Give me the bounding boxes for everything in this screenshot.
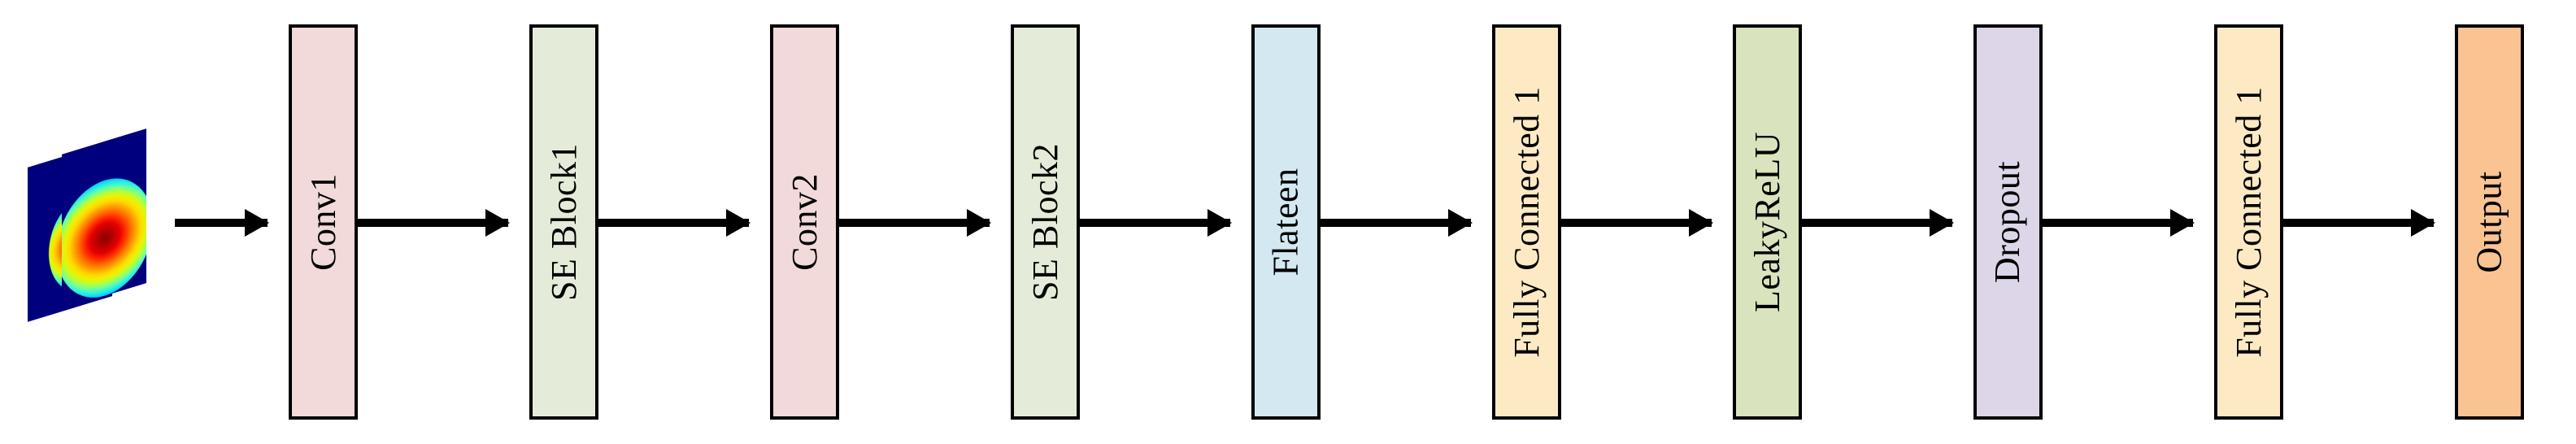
layer-label: Dropout [1987,160,2028,284]
input-hotspot-front [62,165,146,309]
layer-box-se-block1[interactable]: SE Block1 [529,24,598,420]
layer-box-conv1[interactable]: Conv1 [289,24,358,420]
arrow-6 [1802,209,1954,237]
layer-label: Conv1 [302,173,343,271]
layer-box-output[interactable]: Output [2455,24,2524,420]
layer-label: SE Block2 [1025,143,1065,301]
arrow-8 [2283,209,2435,237]
layer-box-se-block2[interactable]: SE Block2 [1011,24,1080,420]
arrow-2 [839,209,991,237]
layer-label: Flateen [1265,168,1306,276]
layer-box-flateen[interactable]: Flateen [1251,24,1321,420]
layer-box-dropout[interactable]: Dropout [1973,24,2043,420]
layer-box-fully-connected-1[interactable]: Fully Connected 1 [1492,24,1561,420]
layer-label: Fully Connected 1 [2228,86,2269,358]
layer-label: Conv2 [784,173,825,271]
arrow-1 [598,209,751,237]
arrow-4 [1321,209,1473,237]
layer-label: Fully Connected 1 [1506,86,1547,358]
arrow-7 [2043,209,2195,237]
arrow-3 [1080,209,1232,237]
input-plane-front [62,128,146,309]
input-feature-map-visual [15,128,151,322]
layer-box-fully-connected-1-2[interactable]: Fully Connected 1 [2214,24,2283,420]
layer-box-leakyrelu[interactable]: LeakyReLU [1733,24,1802,420]
arrow-input-to-conv1 [175,209,269,237]
layer-label: LeakyReLU [1747,132,1787,312]
layer-label: SE Block1 [543,143,584,301]
layer-label: Output [2469,171,2509,273]
layer-box-conv2[interactable]: Conv2 [770,24,839,420]
arrow-5 [1561,209,1713,237]
arrow-0 [358,209,510,237]
